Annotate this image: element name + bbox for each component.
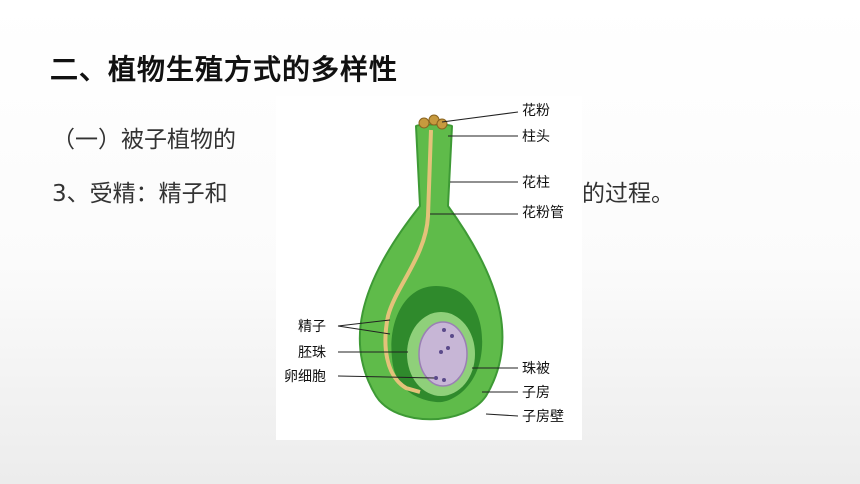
label-ovary-wall: 子房壁: [522, 409, 564, 425]
pistil-fertilization-figure: 花粉 柱头 花柱 花粉管 精子 胚珠 卵细胞 珠被 子房 子房壁: [276, 96, 582, 440]
label-sperm: 精子: [298, 319, 326, 335]
embryo-sac: [418, 321, 468, 387]
subheading-line: （一）被子植物的: [52, 127, 236, 153]
egg-dot: [442, 378, 446, 382]
antipodal-dot: [442, 328, 446, 332]
antipodal-dot: [450, 334, 454, 338]
label-ovary: 子房: [522, 385, 550, 401]
label-stigma: 柱头: [522, 129, 550, 145]
label-ovule: 胚珠: [298, 345, 326, 361]
nucleus-dot: [439, 350, 443, 354]
label-pollen-tube: 花粉管: [522, 205, 564, 221]
fertilization-line: 3、受精：精子和: [52, 181, 228, 207]
pollen-grain: [436, 118, 448, 130]
pollen-grain: [418, 117, 430, 129]
label-integument: 珠被: [522, 361, 550, 377]
label-pollen: 花粉: [522, 103, 550, 119]
slide-title: 二、植物生殖方式的多样性: [50, 53, 399, 86]
egg-dot: [434, 376, 438, 380]
pistil-diagram: [337, 111, 519, 421]
pollen-tube: [383, 129, 433, 394]
nucleus-dot: [446, 346, 450, 350]
label-egg: 卵细胞: [284, 369, 326, 385]
fertilization-line-tail: 的过程。: [582, 181, 674, 207]
label-style: 花柱: [522, 175, 550, 191]
